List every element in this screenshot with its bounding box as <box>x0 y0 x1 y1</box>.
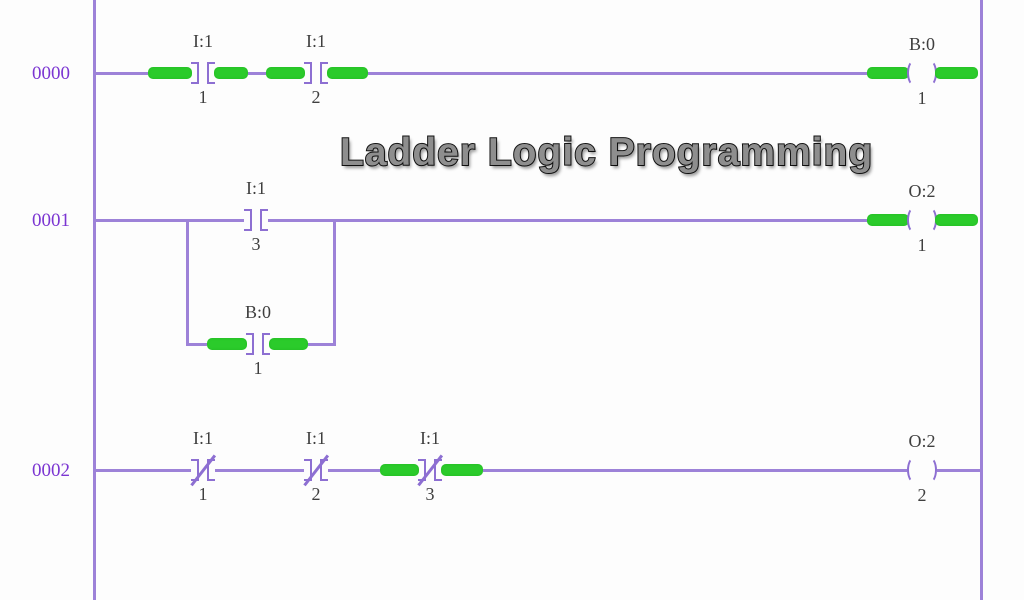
wire-segment <box>368 72 868 75</box>
power-flow-highlight <box>266 67 305 79</box>
coil-paren-icon <box>907 60 921 86</box>
contact-address: I:1 <box>246 178 266 198</box>
contact-address: I:1 <box>306 31 326 51</box>
rung-number-0000[interactable]: 0000 <box>32 63 70 84</box>
right-power-rail <box>980 0 983 600</box>
contact-no-i1-2[interactable]: I:1 2 <box>304 32 328 106</box>
contact-bracket-icon <box>244 209 252 231</box>
rung-number-0002[interactable]: 0002 <box>32 460 70 481</box>
power-flow-highlight <box>935 214 978 226</box>
contact-no-i1-3[interactable]: I:1 3 <box>244 179 268 253</box>
branch-wire-vertical <box>186 219 189 346</box>
wire-segment <box>96 469 191 472</box>
contact-bit: 3 <box>425 484 435 504</box>
power-flow-highlight <box>269 338 308 350</box>
power-flow-highlight <box>327 67 368 79</box>
contact-bracket-icon <box>304 62 312 84</box>
coil-bit: 2 <box>917 485 927 505</box>
power-flow-highlight <box>441 464 483 476</box>
power-flow-highlight <box>867 67 909 79</box>
contact-address: B:0 <box>244 302 272 322</box>
power-flow-highlight <box>148 67 192 79</box>
contact-bracket-icon <box>191 62 199 84</box>
coil-paren-icon <box>907 207 921 233</box>
wire-segment <box>96 72 148 75</box>
contact-no-b0-1[interactable]: B:0 1 <box>245 303 271 377</box>
wire-segment <box>328 469 380 472</box>
wire-segment <box>483 469 907 472</box>
power-flow-highlight <box>207 338 247 350</box>
contact-nc-i1-2[interactable]: I:1 2 <box>303 429 329 503</box>
coil-paren-icon <box>907 457 921 483</box>
contact-bracket-icon <box>246 333 254 355</box>
contact-no-i1-1[interactable]: I:1 1 <box>191 32 215 106</box>
contact-bit: 1 <box>198 87 208 107</box>
contact-bit: 2 <box>311 87 321 107</box>
branch-wire-segment <box>186 343 207 346</box>
contact-bracket-icon <box>320 62 328 84</box>
wire-segment <box>268 219 868 222</box>
power-flow-highlight <box>935 67 978 79</box>
coil-bit: 1 <box>917 88 927 108</box>
power-flow-highlight <box>380 464 419 476</box>
coil-bit: 1 <box>917 235 927 255</box>
left-power-rail <box>93 0 96 600</box>
rung-number-0001[interactable]: 0001 <box>32 210 70 231</box>
coil-address: O:2 <box>908 431 936 451</box>
branch-wire-segment <box>308 343 335 346</box>
coil-address: O:2 <box>908 181 936 201</box>
contact-nc-i1-3[interactable]: I:1 3 <box>417 429 443 503</box>
contact-bit: 1 <box>253 358 263 378</box>
branch-wire-vertical <box>333 219 336 346</box>
coil-address: B:0 <box>908 34 936 54</box>
contact-bit: 1 <box>198 484 208 504</box>
contact-address: I:1 <box>193 31 213 51</box>
power-flow-highlight <box>867 214 909 226</box>
contact-bracket-icon <box>207 62 215 84</box>
contact-address: I:1 <box>193 428 213 448</box>
wire-segment <box>96 219 244 222</box>
coil-paren-icon <box>923 457 937 483</box>
coil-b0-1[interactable]: B:0 1 <box>907 35 937 107</box>
wire-segment <box>248 72 266 75</box>
wire-segment <box>215 469 304 472</box>
coil-o2-1[interactable]: O:2 1 <box>907 182 937 254</box>
contact-bit: 2 <box>311 484 321 504</box>
contact-address: I:1 <box>306 428 326 448</box>
title-overlay: Ladder Logic Programming <box>339 130 874 175</box>
contact-bit: 3 <box>251 234 261 254</box>
coil-o2-2[interactable]: O:2 2 <box>907 432 937 504</box>
contact-address: I:1 <box>420 428 440 448</box>
contact-bracket-icon <box>262 333 270 355</box>
contact-bracket-icon <box>260 209 268 231</box>
wire-segment <box>937 469 983 472</box>
contact-nc-i1-1[interactable]: I:1 1 <box>190 429 216 503</box>
power-flow-highlight <box>214 67 248 79</box>
